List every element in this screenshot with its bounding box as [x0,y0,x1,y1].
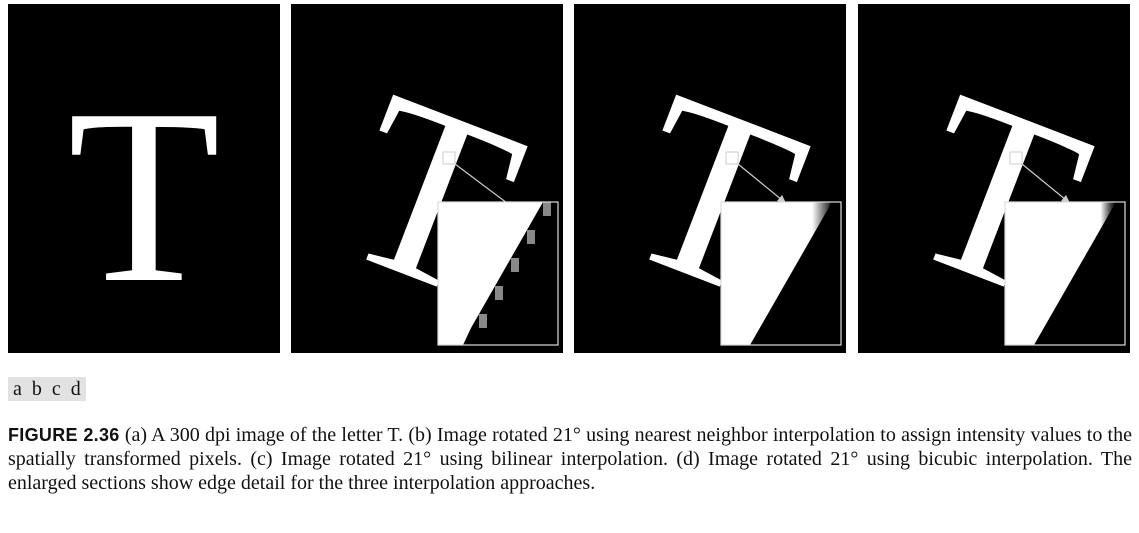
panel-b-zoom-arrow [454,163,512,207]
subfigure-label-b: b [31,378,42,400]
subfigure-label-a: a [13,378,22,400]
panel-d-zoom-arrow [1021,163,1067,201]
panel-a-image: T [68,58,221,335]
caption-text: (a) A 300 dpi image of the letter T. (b)… [8,424,1132,494]
subfigure-label-c: c [51,378,61,400]
panel-b-zoom-inset [437,201,559,346]
panel-d-bicubic: T [858,4,1130,353]
panel-d-zoom-inset [1004,201,1126,346]
figure-label: FIGURE 2.36 [8,425,120,445]
panel-c-arrow-head [777,195,786,203]
panel-d-arrow-head [1061,195,1070,203]
panel-b-zoom-marker [442,151,456,165]
panel-c-zoom-marker [725,151,739,165]
panel-b-nearest-neighbor: T [291,4,563,353]
subfigure-labels: a b c d [8,377,86,401]
panel-d-zoom-marker [1009,151,1023,165]
panel-c-zoom-inset [720,201,842,346]
panel-c-zoom-arrow [737,163,783,201]
panel-a-letter: T [68,58,221,335]
subfigure-label-d: d [70,378,81,400]
panel-c-bilinear: T [574,4,846,353]
figure-caption: FIGURE 2.36 (a) A 300 dpi image of the l… [8,423,1132,495]
panel-a-original-t: T [8,4,280,353]
panel-d-image: T [878,39,1126,352]
panel-c-image: T [594,39,842,352]
panel-b-image: T [311,39,559,352]
